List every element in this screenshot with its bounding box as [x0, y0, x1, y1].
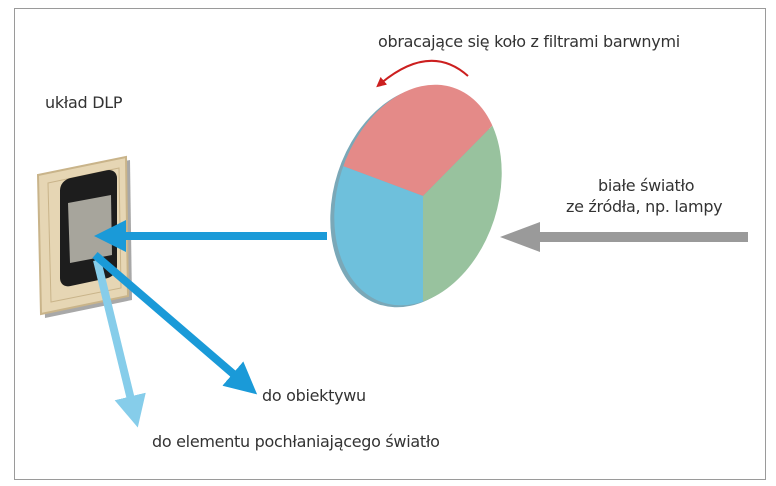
label-color-wheel: obracające się koło z filtrami barwnymi	[378, 32, 680, 51]
diagram-frame	[14, 8, 766, 480]
label-to-lens: do obiektywu	[262, 386, 366, 405]
label-white-light-2: ze źródła, np. lampy	[566, 197, 723, 216]
rotation-arrow-icon	[376, 59, 469, 88]
absorber-arrow	[93, 259, 146, 428]
label-white-light-1: białe światło	[598, 176, 695, 195]
lens-arrow	[92, 251, 258, 395]
label-to-absorber: do elementu pochłaniającego światło	[152, 432, 440, 451]
label-dlp-chip: układ DLP	[45, 93, 123, 112]
color-wheel	[306, 62, 530, 328]
